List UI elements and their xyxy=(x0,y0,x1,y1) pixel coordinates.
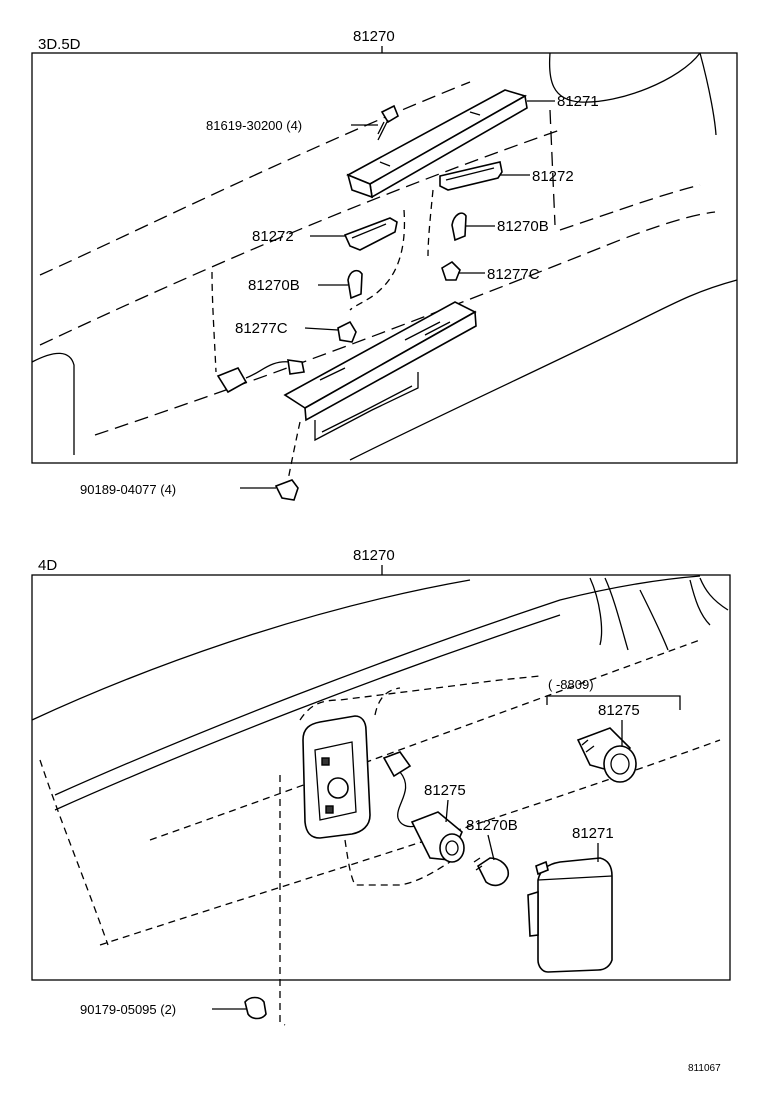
bottom-nut xyxy=(244,996,267,1020)
label-81619-30200: 81619-30200 (4) xyxy=(206,118,302,133)
label-81272-left: 81272 xyxy=(252,228,294,245)
label-date-note: ( -8809) xyxy=(548,677,594,692)
label-90189-04077: 90189-04077 (4) xyxy=(80,482,176,497)
label-81271-bottom: 81271 xyxy=(572,825,614,842)
top-screw xyxy=(377,104,399,141)
top-connector xyxy=(216,366,248,394)
top-section: 3D.5D 81270 xyxy=(31,28,738,501)
top-lamp-base xyxy=(283,301,477,442)
bottom-connector xyxy=(382,751,412,778)
bottom-socket xyxy=(410,811,465,863)
top-socket-right xyxy=(441,260,461,281)
label-81277C-left: 81277C xyxy=(235,320,288,337)
label-90179-05095: 90179-05095 (2) xyxy=(80,1002,176,1017)
top-gasket-left xyxy=(343,217,398,251)
top-lamp-bar xyxy=(346,89,528,199)
bottom-body-panel xyxy=(31,575,729,1026)
top-nut xyxy=(274,479,299,501)
bottom-variant-label: 4D xyxy=(38,557,57,574)
label-81275-inset: 81275 xyxy=(598,702,640,719)
label-81270B-bottom: 81270B xyxy=(466,817,518,834)
label-81271-top: 81271 xyxy=(557,93,599,110)
top-socket-left xyxy=(337,320,357,343)
top-bulb-left xyxy=(347,269,363,300)
bottom-bulb xyxy=(473,857,510,887)
top-callouts: 81271 81619-30200 (4) 81272 81272 81270B… xyxy=(80,93,599,497)
label-81277C-right: 81277C xyxy=(487,266,540,283)
label-81275: 81275 xyxy=(424,782,466,799)
bottom-section: 4D 81270 xyxy=(31,547,731,1026)
bottom-frame xyxy=(31,574,731,981)
top-gasket-right xyxy=(439,161,503,191)
bottom-assembly-number: 81270 xyxy=(353,547,395,564)
top-wire xyxy=(245,361,291,379)
top-bulb-right xyxy=(451,212,467,242)
top-assembly-number: 81270 xyxy=(353,28,395,45)
figure-code: 811067 xyxy=(688,1063,721,1074)
bottom-callouts: ( -8809) 81275 81275 81270B 81271 90179-… xyxy=(80,677,640,1017)
label-81270B-right: 81270B xyxy=(497,218,549,235)
top-variant-label: 3D.5D xyxy=(38,36,81,53)
top-body-panel xyxy=(31,52,738,461)
bottom-wire xyxy=(397,771,416,828)
bottom-gasket-plate xyxy=(302,715,371,839)
bottom-inset-socket xyxy=(576,727,637,783)
label-81270B-left: 81270B xyxy=(248,277,300,294)
label-81272-right: 81272 xyxy=(532,168,574,185)
bottom-lamp-cover xyxy=(527,857,613,973)
top-frame xyxy=(31,52,738,464)
